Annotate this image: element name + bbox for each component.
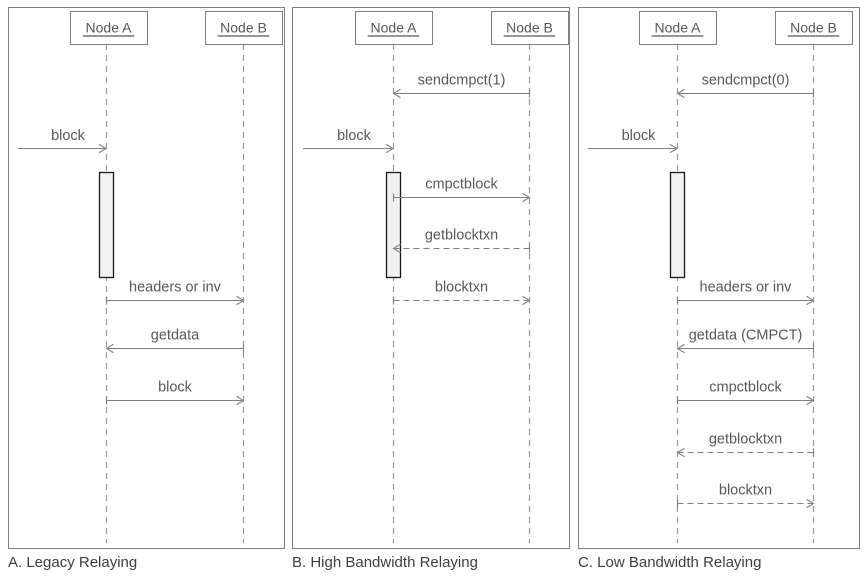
message-arrowhead [669, 143, 679, 154]
activation-bar [385, 171, 402, 279]
participant-label: Node A [86, 20, 133, 36]
message-label: getblocktxn [709, 432, 782, 448]
activation-bar [669, 171, 686, 279]
external-message: block [18, 128, 108, 154]
participant-box [205, 11, 283, 45]
participant-label: Node B [790, 20, 837, 36]
participant-box [639, 11, 717, 45]
message-label: getdata (CMPCT) [689, 328, 803, 344]
panel-frame [292, 7, 570, 549]
message-label: sendcmpct(1) [418, 73, 506, 89]
message-label: headers or inv [700, 280, 793, 296]
external-message: block [303, 128, 395, 154]
message-label: block [337, 128, 372, 144]
message-label: blocktxn [435, 280, 488, 296]
message-headers-or-inv: headers or inv [676, 280, 815, 306]
external-message: block [588, 128, 679, 154]
message-block: block [105, 380, 245, 406]
message-blocktxn: blocktxn [392, 280, 531, 306]
message-getdata: getdata [105, 328, 245, 354]
participant-box [70, 11, 148, 45]
panel-caption: A. Legacy Relaying [8, 554, 137, 571]
message-label: getdata [151, 328, 200, 344]
message-arrowhead [392, 88, 401, 99]
participant-node-a[interactable]: Node A [70, 11, 148, 45]
participant-node-a[interactable]: Node A [355, 11, 433, 45]
panel-b: Node A Node B block sendcmpct(1) cmpctblock g… [292, 7, 570, 549]
participant-label: Node A [371, 20, 418, 36]
message-arrowhead [105, 343, 114, 354]
panel-c: Node A Node B block sendcmpct(0) headers or … [578, 7, 860, 549]
participant-box [355, 11, 433, 45]
participant-node-a[interactable]: Node A [639, 11, 717, 45]
participant-node-b[interactable]: Node B [491, 11, 569, 45]
message-label: cmpctblock [425, 177, 498, 193]
participant-label: Node B [220, 20, 267, 36]
message-arrowhead [676, 88, 685, 99]
message-arrowhead [236, 395, 245, 406]
message-label: block [158, 380, 193, 396]
message-arrowhead [385, 143, 395, 154]
panel-caption: C. Low Bandwidth Relaying [578, 554, 761, 571]
message-arrowhead [676, 447, 685, 458]
participant-box [775, 11, 853, 45]
message-headers-or-inv: headers or inv [105, 280, 245, 306]
message-arrowhead [522, 192, 531, 203]
message-label: blocktxn [719, 483, 772, 499]
panel-a: Node A Node B block headers or inv getdata bl… [8, 7, 285, 549]
message-getblocktxn: getblocktxn [392, 228, 531, 254]
message-arrowhead [236, 295, 245, 306]
message-arrowhead [676, 343, 685, 354]
message-arrowhead [806, 498, 815, 509]
message-getblocktxn: getblocktxn [676, 432, 815, 458]
message-arrowhead [806, 395, 815, 406]
message-label: block [622, 128, 657, 144]
message-cmpctblock: cmpctblock [676, 380, 815, 406]
message-sendcmpct-1: sendcmpct(1) [392, 73, 531, 99]
message-sendcmpct-0: sendcmpct(0) [676, 73, 815, 99]
message-label: block [51, 128, 86, 144]
message-blocktxn: blocktxn [676, 483, 815, 509]
panel-frame [578, 7, 860, 549]
panel-caption: B. High Bandwidth Relaying [292, 554, 478, 571]
message-getdata-cmpct: getdata (CMPCT) [676, 328, 815, 354]
message-label: sendcmpct(0) [702, 73, 790, 89]
message-label: headers or inv [129, 280, 222, 296]
message-arrowhead [522, 295, 531, 306]
message-arrowhead [806, 295, 815, 306]
message-label: getblocktxn [425, 228, 498, 244]
participant-node-b[interactable]: Node B [775, 11, 853, 45]
message-arrowhead [98, 143, 108, 154]
activation-bar [98, 171, 115, 279]
message-arrowhead [392, 243, 401, 254]
participant-label: Node A [655, 20, 702, 36]
participant-label: Node B [506, 20, 553, 36]
participant-node-b[interactable]: Node B [205, 11, 283, 45]
panel-frame [8, 7, 285, 549]
message-label: cmpctblock [709, 380, 782, 396]
participant-box [491, 11, 569, 45]
message-cmpctblock: cmpctblock [392, 177, 531, 203]
